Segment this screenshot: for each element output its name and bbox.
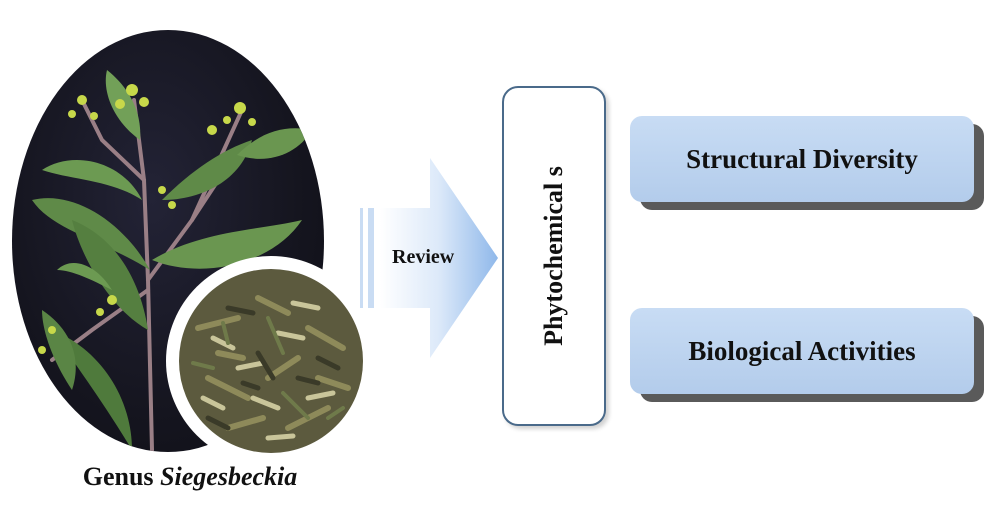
biological-activities-label: Biological Activities <box>688 335 916 366</box>
plant-photo <box>12 30 324 452</box>
structural-diversity-label: Structural Diversity <box>686 143 918 174</box>
dried-herb-photo <box>168 258 374 464</box>
genus-prefix: Genus <box>82 462 154 491</box>
review-arrow <box>360 158 500 363</box>
phytochemicals-box: Phytochemical s <box>502 86 606 426</box>
biological-activities-box: Biological Activities <box>630 308 974 394</box>
genus-label: Genus Siegesbeckia <box>40 462 340 492</box>
genus-name: Siegesbeckia <box>160 462 298 491</box>
review-label: Review <box>392 246 455 268</box>
structural-diversity-box: Structural Diversity <box>630 116 974 202</box>
phytochemicals-label: Phytochemical s <box>539 166 568 346</box>
